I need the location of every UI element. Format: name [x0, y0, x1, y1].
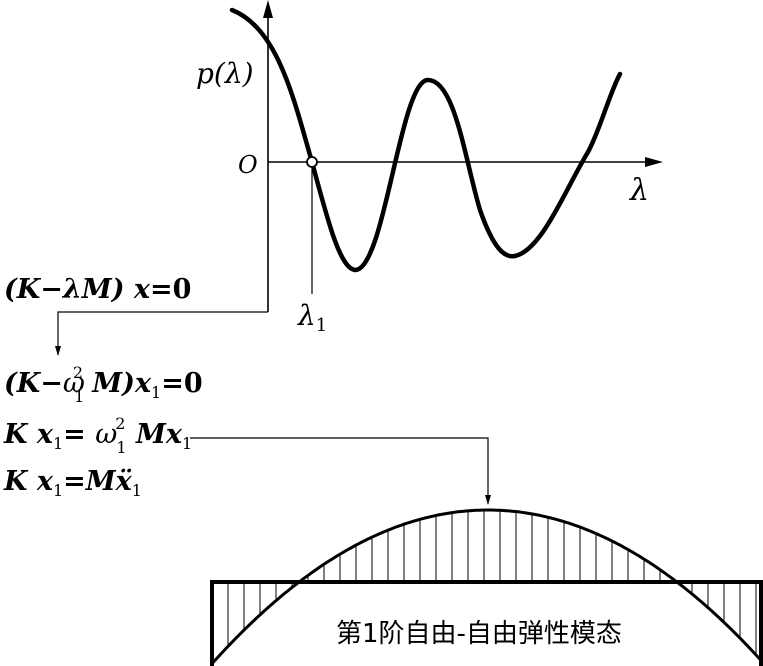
- polynomial-curve: [229, 7, 623, 273]
- connector-line-to-eq2: [55, 311, 268, 356]
- equation-eigen-general: (K−λM) x=0: [4, 274, 191, 305]
- root-marker: [306, 156, 318, 168]
- root-label: λ1: [297, 299, 327, 336]
- x-axis-arrow: [645, 157, 663, 167]
- equation-inertia-balance: K x1=Mẍ1: [3, 466, 142, 500]
- y-axis-arrow: [263, 0, 273, 18]
- origin-label: O: [238, 151, 258, 179]
- beam-outline: [210, 580, 763, 666]
- x-axis-label: λ: [629, 173, 649, 208]
- mode-shape-hatching: [227, 510, 757, 655]
- y-axis-label: p(λ): [196, 57, 254, 90]
- connector-line-to-mode: [190, 437, 491, 505]
- mode-shape-curve: [210, 508, 763, 665]
- mode-caption: 第1阶自由-自由弹性模态: [336, 619, 622, 649]
